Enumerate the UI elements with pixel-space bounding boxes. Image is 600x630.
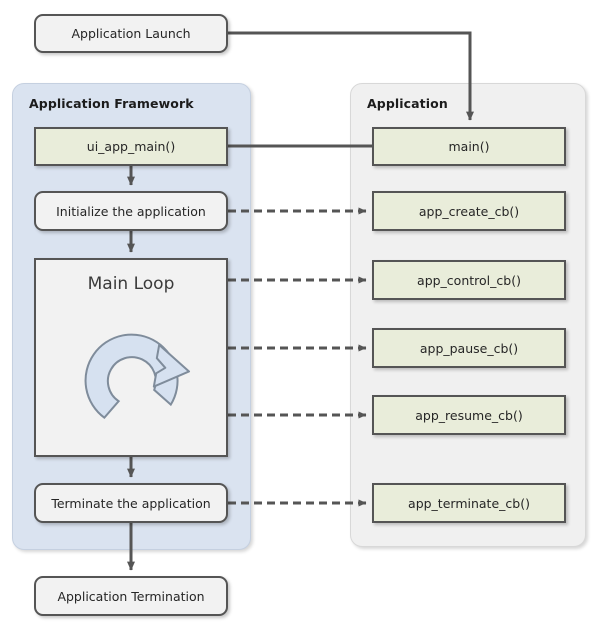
app-terminate-cb-label: app_terminate_cb() [408,495,530,511]
ui-app-main-label: ui_app_main() [86,139,176,154]
initialize-the-application-box[interactable]: Initialize the application [34,191,228,231]
app-pause-cb-label: app_pause_cb() [419,340,519,356]
ui-app-main-box[interactable]: ui_app_main() [34,127,228,166]
loop-circular-arrow-icon [65,312,197,447]
application-launch-label: Application Launch [71,26,191,41]
app-control-cb-box[interactable]: app_control_cb() [372,260,566,300]
app-create-cb-label: app_create_cb() [418,203,520,219]
main-loop-label: Main Loop [87,274,175,294]
initialize-the-application-label: Initialize the application [56,203,206,219]
application-framework-panel-title: Application Framework [29,96,194,111]
application-panel-title: Application [367,96,448,111]
main-label: main() [448,139,490,154]
main-box[interactable]: main() [372,127,566,166]
app-resume-cb-box[interactable]: app_resume_cb() [372,395,566,435]
app-resume-cb-label: app_resume_cb() [415,407,523,423]
terminate-the-application-label: Terminate the application [51,495,211,511]
terminate-the-application-box[interactable]: Terminate the application [34,483,228,523]
app-terminate-cb-box[interactable]: app_terminate_cb() [372,483,566,523]
app-create-cb-box[interactable]: app_create_cb() [372,191,566,231]
application-termination-box[interactable]: Application Termination [34,576,228,616]
application-termination-label: Application Termination [57,588,205,604]
app-control-cb-label: app_control_cb() [417,272,521,288]
app-pause-cb-box[interactable]: app_pause_cb() [372,328,566,368]
main-loop-box[interactable]: Main Loop [34,258,228,457]
application-launch-box[interactable]: Application Launch [34,14,228,53]
